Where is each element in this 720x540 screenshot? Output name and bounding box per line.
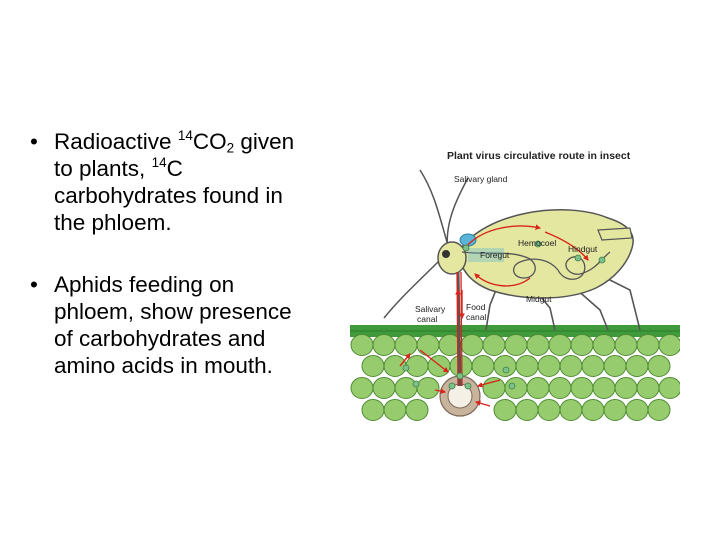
label-food-canal-2: canal: [466, 312, 486, 322]
leaf-cell: [571, 378, 593, 399]
leaf-cell: [472, 356, 494, 377]
text-segment: C: [167, 156, 183, 181]
leaf-cell: [527, 335, 549, 356]
bullet-line: amino acids in mouth.: [54, 352, 350, 379]
leaf-cell: [494, 356, 516, 377]
leaf-cell: [373, 335, 395, 356]
bullet-item-aphids-feeding: • Aphids feeding on phloem, show presenc…: [30, 271, 350, 379]
leaf-cell: [417, 335, 439, 356]
leaf-cell: [659, 335, 680, 356]
leaf-cell: [384, 400, 406, 421]
leaf-cell: [538, 356, 560, 377]
leaf-cell: [351, 335, 373, 356]
leaf-cell: [406, 356, 428, 377]
leaf-cell: [648, 356, 670, 377]
text-segment: to plants,: [54, 156, 152, 181]
leaf-cell: [637, 335, 659, 356]
leaf-cell: [362, 356, 384, 377]
leaf-cell: [637, 378, 659, 399]
leaf-cell: [626, 356, 648, 377]
leaf-cell: [417, 378, 439, 399]
bullet-line: to plants, 14C: [54, 155, 350, 182]
label-midgut: Midgut: [526, 294, 552, 304]
leaf-cell: [384, 356, 406, 377]
leaf-cell: [351, 378, 373, 399]
label-hindgut: Hindgut: [568, 244, 598, 254]
leaf-cell: [505, 378, 527, 399]
bullet-line: Aphids feeding on: [54, 271, 350, 298]
bullet-line: carbohydrates found in: [54, 182, 350, 209]
leaf-cell: [560, 356, 582, 377]
leaf-cell: [516, 400, 538, 421]
leaf-cell: [538, 400, 560, 421]
label-food-canal-1: Food: [466, 302, 486, 312]
bullet-item-radioactive-co2: • Radioactive 14CO2 given to plants, 14C…: [30, 128, 350, 236]
leaf-cell: [362, 400, 384, 421]
bullet-line: Radioactive 14CO2 given: [54, 128, 350, 155]
subscript: 2: [227, 140, 235, 155]
label-salivary-gland: Salivary gland: [454, 174, 508, 184]
bullet-line: of carbohydrates and: [54, 325, 350, 352]
superscript: 14: [178, 128, 193, 143]
leaf-tissue: [350, 325, 680, 421]
bullet-dot: •: [30, 128, 38, 155]
leaf-cell: [406, 400, 428, 421]
leaf-cell: [615, 378, 637, 399]
aphid-head: [438, 242, 466, 274]
leaf-cell: [494, 400, 516, 421]
leaf-cell: [593, 335, 615, 356]
diagram-svg: Plant virus circulative route in insect: [340, 140, 680, 430]
leaf-cell: [604, 400, 626, 421]
leaf-cell: [659, 378, 680, 399]
diagram-title: Plant virus circulative route in insect: [447, 150, 631, 162]
aphid-feeding-diagram: Plant virus circulative route in insect: [340, 140, 680, 430]
leaf-cell: [483, 378, 505, 399]
bullet-dot: •: [30, 271, 38, 298]
leaf-cell: [582, 356, 604, 377]
superscript: 14: [152, 155, 167, 170]
aphid-eye: [442, 250, 450, 258]
leaf-cell: [648, 400, 670, 421]
leaf-cell: [395, 378, 417, 399]
label-hemocoel: Hemocoel: [518, 238, 556, 248]
leaf-cell: [560, 400, 582, 421]
leaf-cell: [373, 378, 395, 399]
text-segment: Radioactive: [54, 129, 178, 154]
label-salivary-canal-1: Salivary: [415, 304, 446, 314]
leaf-cell: [516, 356, 538, 377]
leaf-cell: [582, 400, 604, 421]
leaf-cell: [395, 335, 417, 356]
bullet-line: phloem, show presence: [54, 298, 350, 325]
bullet-list: • Radioactive 14CO2 given to plants, 14C…: [30, 128, 350, 379]
bullet-line: the phloem.: [54, 209, 350, 236]
leaf-cells: [351, 335, 680, 421]
leaf-cell: [626, 400, 648, 421]
text-segment: given: [234, 129, 294, 154]
leaf-cell: [604, 356, 626, 377]
leaf-cell: [549, 378, 571, 399]
label-foregut: Foregut: [480, 250, 510, 260]
leaf-cell: [571, 335, 593, 356]
leaf-cell: [593, 378, 615, 399]
leaf-cell: [527, 378, 549, 399]
leaf-cell: [505, 335, 527, 356]
leaf-cell: [615, 335, 637, 356]
label-salivary-canal-2: canal: [417, 314, 437, 324]
leaf-cell: [549, 335, 571, 356]
leaf-cell: [483, 335, 505, 356]
leaf-cell: [461, 335, 483, 356]
text-segment: CO: [193, 129, 227, 154]
